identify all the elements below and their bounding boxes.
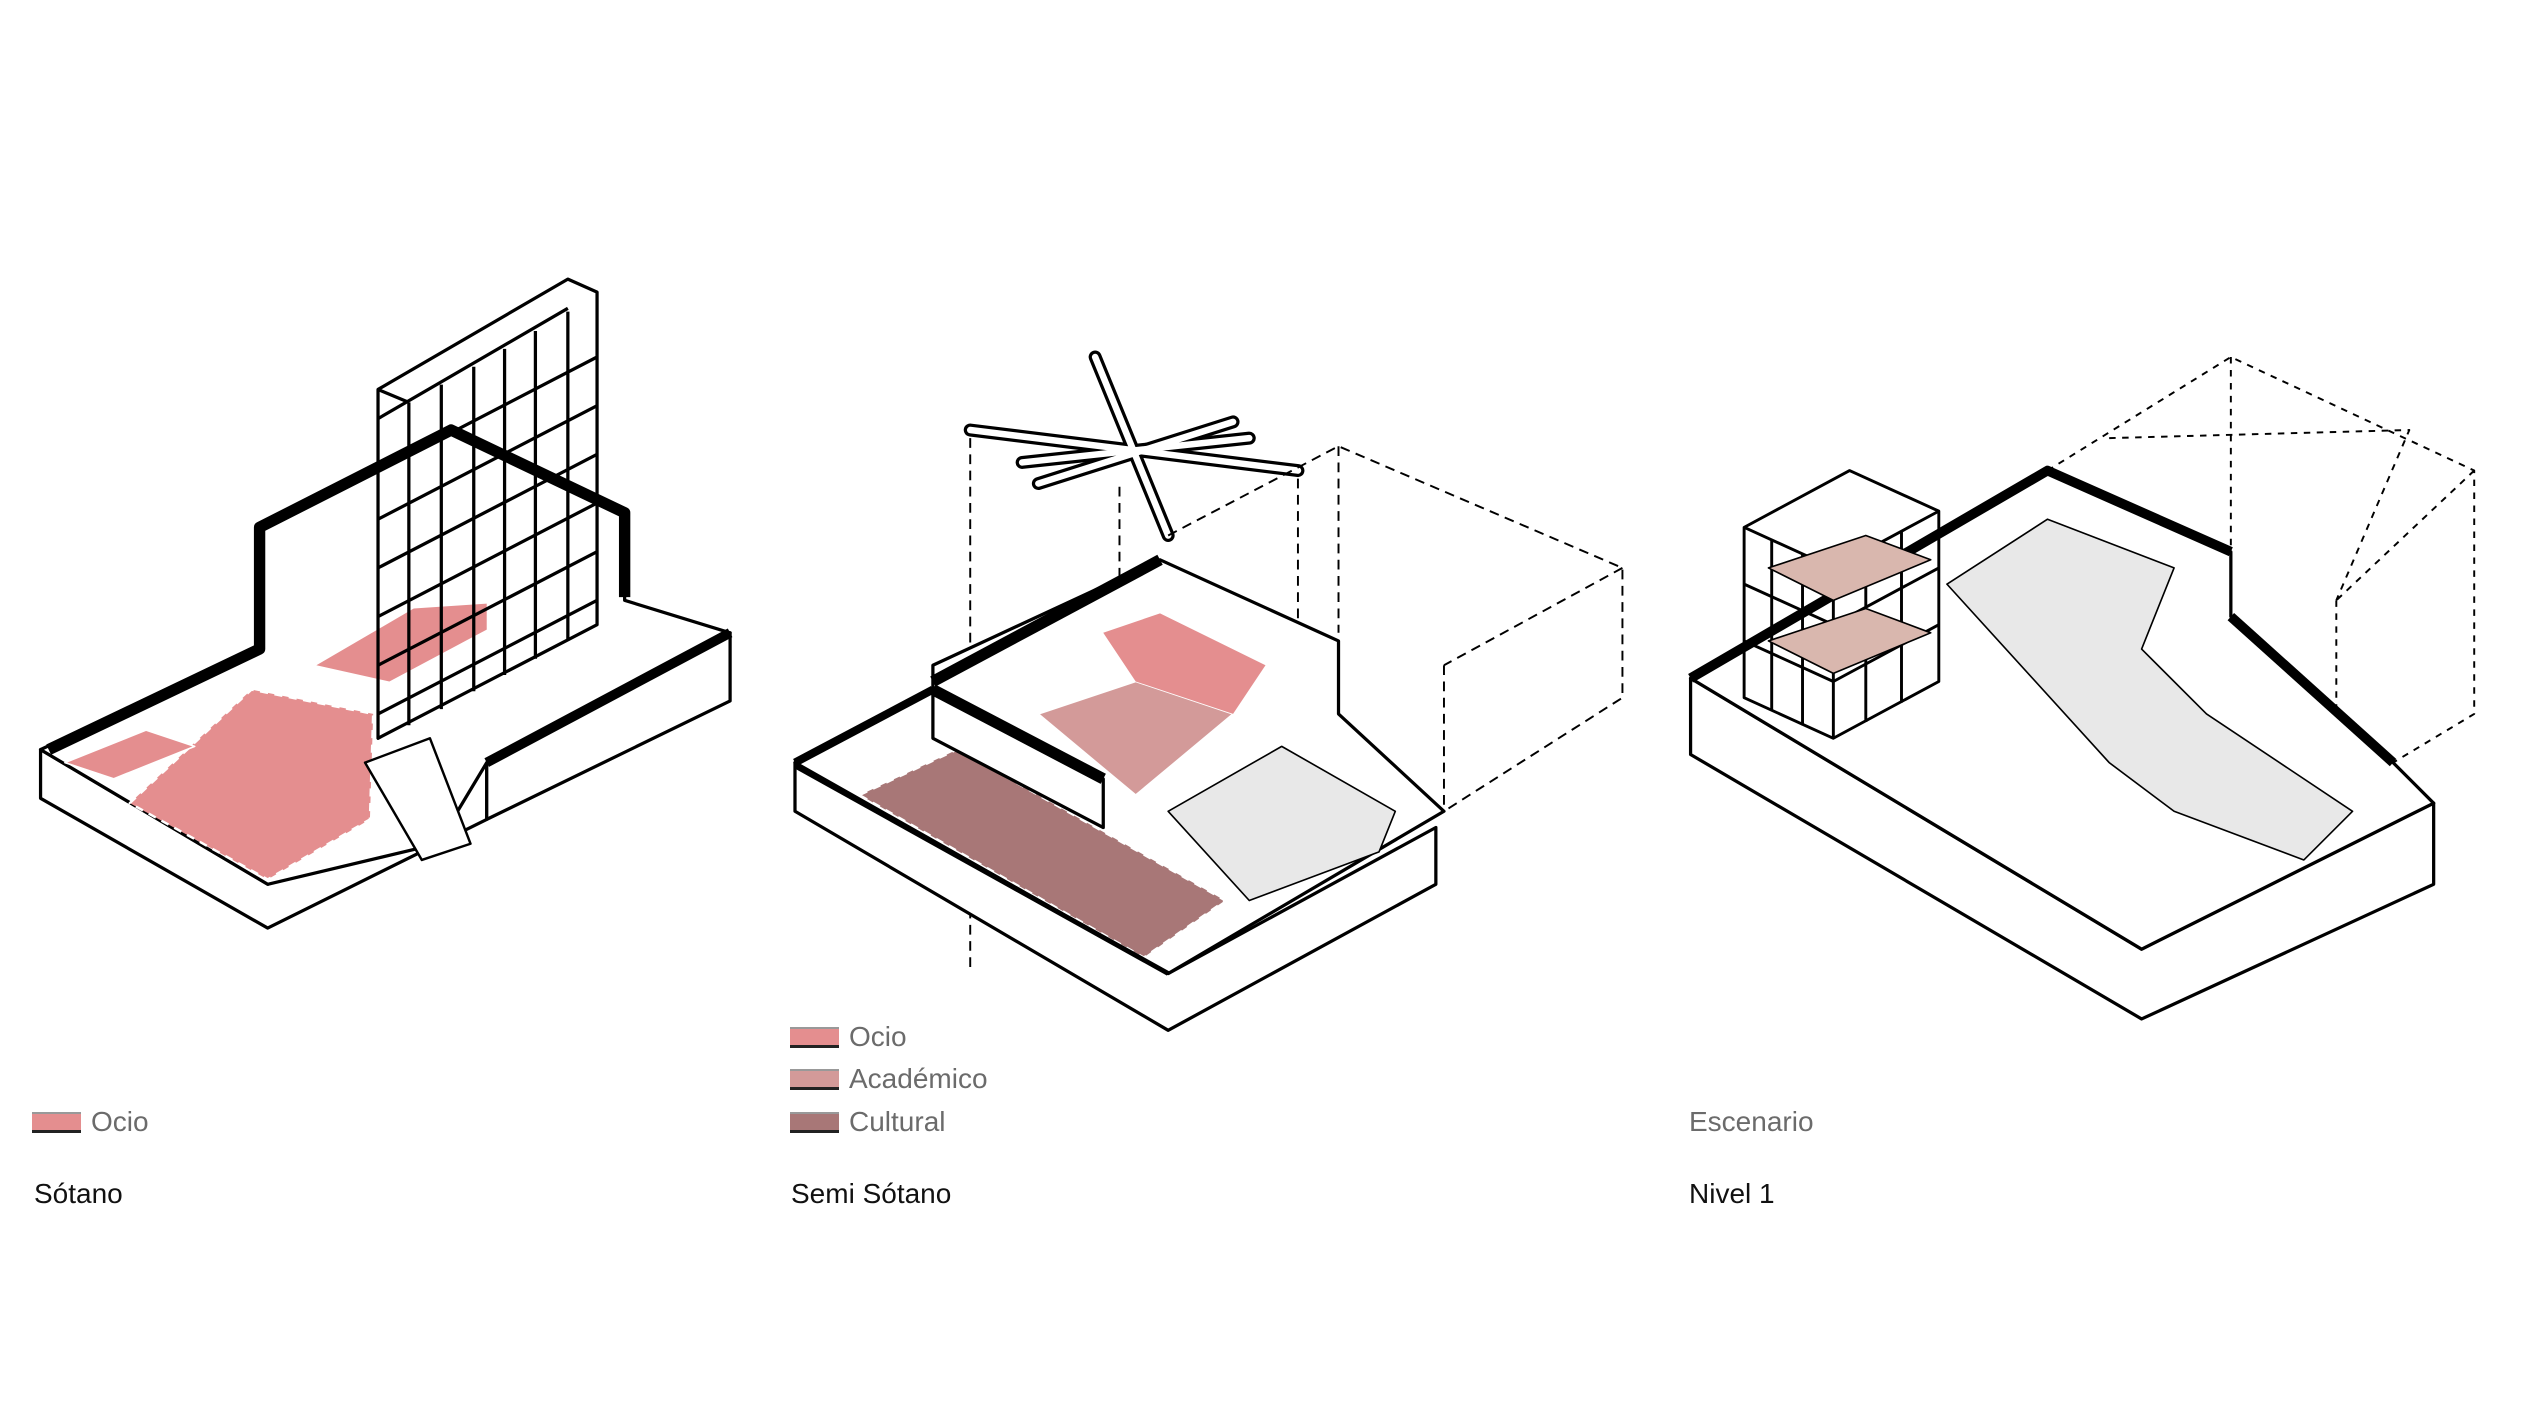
legend-item-academico: Académico bbox=[790, 1063, 988, 1095]
legend-item-cultural: Cultural bbox=[790, 1106, 945, 1138]
legend-item-ocio: Ocio bbox=[32, 1106, 149, 1138]
semi-sotano-axonometric bbox=[793, 350, 1624, 1032]
academico-swatch bbox=[790, 1068, 839, 1090]
ocio-swatch bbox=[32, 1111, 81, 1133]
grid-tower bbox=[1742, 469, 1941, 740]
ocio-swatch bbox=[790, 1026, 839, 1048]
escenario-floor bbox=[1167, 745, 1397, 902]
legend-label: Ocio bbox=[91, 1106, 149, 1137]
beam-grid-inner bbox=[966, 353, 1302, 539]
panel-caption-sotano: Sótano bbox=[34, 1178, 123, 1209]
legend-label: Ocio bbox=[849, 1021, 907, 1052]
panel-caption-semi-sotano: Semi Sótano bbox=[791, 1178, 952, 1209]
legend-label: Escenario bbox=[1689, 1106, 1814, 1137]
panel-caption-nivel-1: Nivel 1 bbox=[1689, 1178, 1775, 1209]
sotano-axonometric bbox=[38, 277, 733, 930]
ocio-floor bbox=[1103, 613, 1266, 714]
legend-item-ocio: Ocio bbox=[790, 1021, 907, 1053]
legend-item-escenario: Escenario bbox=[1689, 1106, 1814, 1138]
legend-label: Académico bbox=[849, 1063, 988, 1094]
nivel-1-axonometric bbox=[1688, 356, 2476, 1021]
grid-tower bbox=[376, 277, 599, 740]
legend-label: Cultural bbox=[849, 1106, 946, 1137]
cultural-floor bbox=[858, 748, 1226, 959]
cultural-swatch bbox=[790, 1111, 839, 1133]
escenario-floor bbox=[1946, 518, 2354, 861]
